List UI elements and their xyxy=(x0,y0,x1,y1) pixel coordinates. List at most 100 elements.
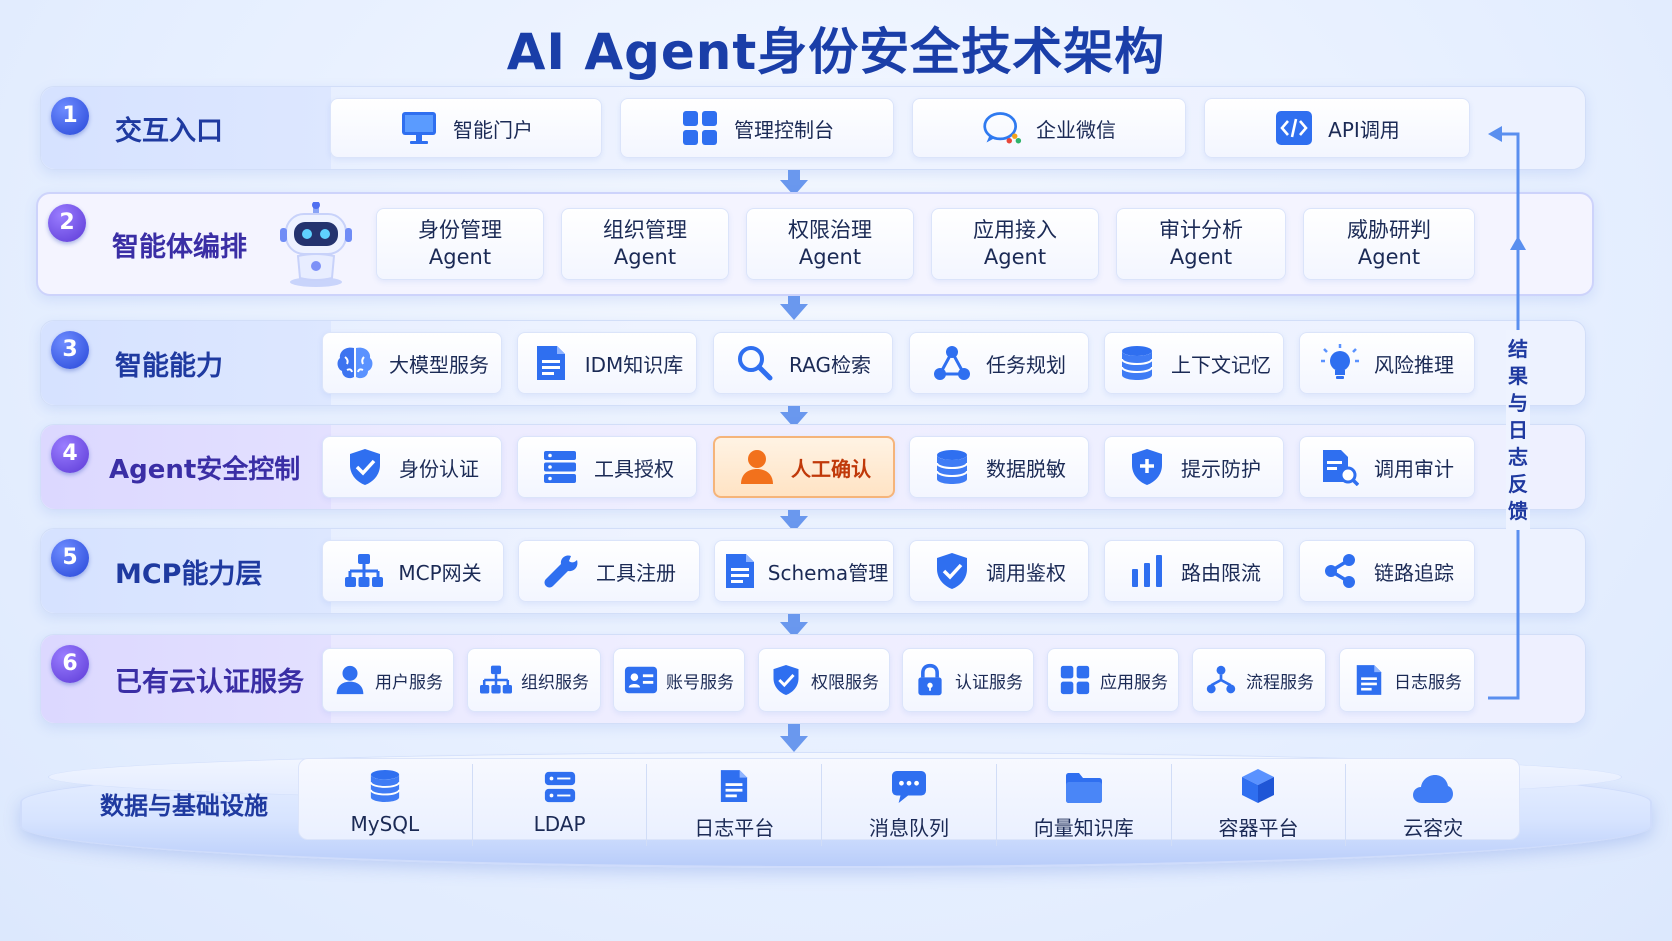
card-label: MCP网关 xyxy=(398,560,482,585)
card-label: 企业微信 xyxy=(1036,117,1116,142)
card-label: Schema管理 xyxy=(767,560,889,585)
database-icon xyxy=(932,447,972,487)
card-prompt-protection[interactable]: 提示防护 xyxy=(1104,436,1284,498)
card-label-line2: Agent xyxy=(613,245,677,269)
card-label: 身份认证 xyxy=(399,456,479,481)
card-label-line1: 组织管理 xyxy=(603,218,687,242)
shield-plus-icon xyxy=(1127,447,1167,487)
layer-name: Agent安全控制 xyxy=(109,454,301,485)
monitor-icon xyxy=(399,108,439,148)
database-icon xyxy=(369,764,401,804)
card-tool-registry[interactable]: 工具注册 xyxy=(518,540,700,602)
card-trace-tracking[interactable]: 链路追踪 xyxy=(1299,540,1475,602)
card-label: 管理控制台 xyxy=(734,117,834,142)
infra-item-label: 向量知识库 xyxy=(1033,816,1134,840)
card-threat-analysis-agent[interactable]: 威胁研判 Agent xyxy=(1303,208,1475,280)
feedback-label: 结果与日志反馈 xyxy=(1508,337,1528,523)
wrench-icon xyxy=(542,551,582,591)
card-label: 人工确认 xyxy=(791,456,871,481)
hierarchy-icon xyxy=(479,663,513,697)
card-user-service[interactable]: 用户服务 xyxy=(322,648,454,712)
grid-icon xyxy=(680,108,720,148)
lock-icon xyxy=(913,663,947,697)
card-task-planning[interactable]: 任务规划 xyxy=(909,332,1089,394)
search-icon xyxy=(735,343,775,383)
card-routing-rate-limit[interactable]: 路由限流 xyxy=(1104,540,1284,602)
layer-number: 6 xyxy=(51,645,89,683)
infra-item-label: 消息队列 xyxy=(869,816,950,840)
infra-item-cloud-dr[interactable]: 云容灾 xyxy=(1345,764,1520,846)
id-card-icon xyxy=(624,663,658,697)
card-log-service[interactable]: 日志服务 xyxy=(1339,648,1475,712)
infra-item-log-platform[interactable]: 日志平台 xyxy=(646,764,821,846)
flow-arrow-stem xyxy=(788,170,800,182)
layer-label: 1 交互入口 xyxy=(41,87,331,169)
infra-item-ldap[interactable]: LDAP xyxy=(471,764,647,846)
card-risk-reasoning[interactable]: 风险推理 xyxy=(1299,332,1475,394)
card-label: 工具授权 xyxy=(594,456,674,481)
document-icon xyxy=(531,343,571,383)
layer-label: 5 MCP能力层 xyxy=(41,529,331,613)
card-call-audit[interactable]: 调用审计 xyxy=(1299,436,1475,498)
card-smart-portal[interactable]: 智能门户 xyxy=(330,98,602,158)
card-idm-knowledge-base[interactable]: IDM知识库 xyxy=(517,332,697,394)
card-api-call[interactable]: API调用 xyxy=(1204,98,1470,158)
flow-arrow-stem xyxy=(788,614,800,624)
server-icon xyxy=(543,764,577,804)
card-workflow-service[interactable]: 流程服务 xyxy=(1192,648,1326,712)
layer-label: 4 Agent安全控制 xyxy=(41,425,331,509)
card-wecom[interactable]: 企业微信 xyxy=(912,98,1186,158)
card-mcp-gateway[interactable]: MCP网关 xyxy=(322,540,504,602)
card-tool-authorization[interactable]: 工具授权 xyxy=(517,436,697,498)
layer-name: 交互入口 xyxy=(115,115,223,147)
document-icon xyxy=(1352,663,1386,697)
card-human-confirmation[interactable]: 人工确认 xyxy=(713,436,895,498)
card-auth-service[interactable]: 认证服务 xyxy=(902,648,1034,712)
card-label: 调用审计 xyxy=(1374,456,1454,481)
card-account-service[interactable]: 账号服务 xyxy=(613,648,745,712)
card-audit-analysis-agent[interactable]: 审计分析 Agent xyxy=(1116,208,1286,280)
infra-item-label: LDAP xyxy=(533,812,586,836)
card-llm-service[interactable]: 大模型服务 xyxy=(322,332,502,394)
document-icon xyxy=(719,764,749,804)
card-data-masking[interactable]: 数据脱敏 xyxy=(909,436,1089,498)
card-identity-auth[interactable]: 身份认证 xyxy=(322,436,502,498)
shield-check-icon xyxy=(769,663,803,697)
card-label: 任务规划 xyxy=(986,352,1066,377)
card-org-mgmt-agent[interactable]: 组织管理 Agent xyxy=(561,208,729,280)
cloud-icon xyxy=(1412,764,1454,804)
card-admin-console[interactable]: 管理控制台 xyxy=(620,98,894,158)
infra-item-mysql[interactable]: MySQL xyxy=(298,764,472,846)
flow-arrow-stem xyxy=(788,296,800,306)
card-label: 风险推理 xyxy=(1374,352,1454,377)
infra-item-container-platform[interactable]: 容器平台 xyxy=(1170,764,1346,846)
card-label-line1: 威胁研判 xyxy=(1347,218,1431,242)
card-app-access-agent[interactable]: 应用接入 Agent xyxy=(931,208,1099,280)
card-label: IDM知识库 xyxy=(584,352,684,377)
infra-item-message-queue[interactable]: 消息队列 xyxy=(821,764,996,846)
card-label: 工具注册 xyxy=(596,560,676,585)
network-icon xyxy=(932,343,972,383)
shield-check-icon xyxy=(932,551,972,591)
layer-number: 3 xyxy=(51,331,89,369)
folder-icon xyxy=(1065,764,1103,804)
card-schema-mgmt[interactable]: Schema管理 xyxy=(714,540,894,602)
card-rag-retrieval[interactable]: RAG检索 xyxy=(713,332,893,394)
infra-item-vector-kb[interactable]: 向量知识库 xyxy=(995,764,1171,846)
card-identity-mgmt-agent[interactable]: 身份管理 Agent xyxy=(376,208,544,280)
card-label: 路由限流 xyxy=(1181,560,1261,585)
infra-label: 数据与基础设施 xyxy=(100,792,268,820)
card-label: 调用鉴权 xyxy=(986,560,1066,585)
card-permission-service[interactable]: 权限服务 xyxy=(758,648,890,712)
card-label: 权限服务 xyxy=(811,672,879,693)
card-context-memory[interactable]: 上下文记忆 xyxy=(1104,332,1284,394)
card-permission-gov-agent[interactable]: 权限治理 Agent xyxy=(746,208,914,280)
card-org-service[interactable]: 组织服务 xyxy=(467,648,601,712)
layer-name: 已有云认证服务 xyxy=(115,666,304,698)
card-app-service[interactable]: 应用服务 xyxy=(1047,648,1179,712)
user-icon xyxy=(333,663,367,697)
server-icon xyxy=(540,447,580,487)
document-icon xyxy=(720,551,760,591)
infra-item-label: 云容灾 xyxy=(1403,816,1464,840)
card-call-authentication[interactable]: 调用鉴权 xyxy=(909,540,1089,602)
